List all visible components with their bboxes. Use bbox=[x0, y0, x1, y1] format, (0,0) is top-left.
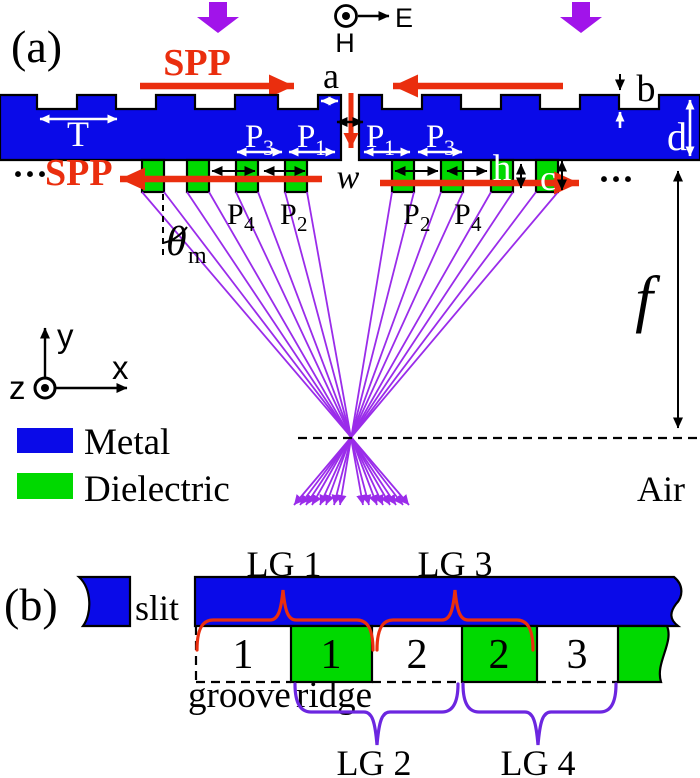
ridge-1-number: 1 bbox=[321, 632, 342, 678]
legend-dielectric-swatch bbox=[17, 473, 73, 499]
ridge-2-number: 2 bbox=[489, 632, 510, 678]
z-axis-dot-icon bbox=[41, 384, 49, 392]
metal-slab-left bbox=[0, 93, 343, 162]
lg3-brace bbox=[375, 589, 535, 652]
metal-bar bbox=[193, 575, 683, 628]
incident-arrow-right bbox=[560, 2, 602, 33]
slit-label: slit bbox=[135, 588, 179, 628]
incident-arrow-left bbox=[197, 2, 239, 33]
p1-right-base: P bbox=[366, 119, 384, 155]
z-axis-label: z bbox=[9, 369, 26, 406]
lg4-label: LG 4 bbox=[501, 743, 576, 778]
coordinate-axes: y x z bbox=[9, 317, 129, 406]
lg2-label: LG 2 bbox=[337, 743, 412, 778]
p3-left-sub: 3 bbox=[263, 135, 274, 160]
p3-right-base: P bbox=[426, 119, 444, 155]
dim-d-label: d bbox=[667, 114, 687, 159]
groove-caption: groove bbox=[188, 675, 291, 716]
dim-b-label: b bbox=[637, 68, 656, 110]
p2-left-sub: 2 bbox=[297, 212, 308, 236]
e-field-label: E bbox=[395, 3, 413, 33]
dim-a-label: a bbox=[323, 56, 339, 96]
p1-left-base: P bbox=[297, 119, 315, 155]
theta-arc bbox=[162, 226, 188, 244]
bottom-period-labels: P 4 P 2 P 2 P 4 bbox=[211, 166, 488, 236]
p4-right-base: P bbox=[454, 198, 471, 231]
ridge-caption: ridge bbox=[296, 675, 372, 716]
p1-left-sub: 1 bbox=[315, 135, 326, 160]
metal-stub-left bbox=[76, 575, 132, 628]
y-axis-label: y bbox=[57, 317, 74, 354]
spp-top-label: SPP bbox=[163, 42, 231, 84]
theta-base: θ bbox=[166, 219, 187, 265]
legend-dielectric-label: Dielectric bbox=[84, 469, 230, 510]
metal-slab-right bbox=[357, 93, 700, 162]
x-axis-label: x bbox=[112, 349, 129, 386]
groove-1-number: 1 bbox=[233, 632, 254, 678]
lg3-label: LG 3 bbox=[418, 544, 493, 584]
lg1-label: LG 1 bbox=[247, 544, 322, 584]
legend-metal-swatch bbox=[17, 428, 73, 453]
dots-right: ··· bbox=[598, 159, 634, 199]
p4-left-sub: 4 bbox=[244, 212, 255, 236]
lg1-brace bbox=[195, 589, 375, 652]
ridge-cell-1 bbox=[289, 624, 374, 684]
panel-a-label: (a) bbox=[11, 21, 62, 72]
dim-w-label: w bbox=[337, 159, 360, 196]
theta-sub: m bbox=[188, 243, 207, 269]
lg4-brace bbox=[461, 682, 618, 746]
p3-right-sub: 3 bbox=[444, 135, 455, 160]
h-field-dot-icon bbox=[342, 12, 350, 20]
p3-left-base: P bbox=[245, 119, 263, 155]
dim-c-label: c bbox=[540, 158, 556, 198]
panel-b-label: (b) bbox=[4, 579, 58, 630]
focused-rays bbox=[141, 191, 559, 506]
p4-right-sub: 4 bbox=[471, 212, 482, 236]
p2-right-sub: 2 bbox=[420, 212, 431, 236]
p4-left-base: P bbox=[227, 198, 244, 231]
spp-bottom-label: SPP bbox=[45, 152, 113, 194]
legend: Metal Dielectric bbox=[17, 422, 230, 510]
ridge bbox=[439, 158, 465, 194]
dim-h-label: h bbox=[493, 148, 512, 189]
ridge-cell-partial bbox=[616, 624, 670, 684]
air-label: Air bbox=[637, 469, 685, 509]
lg2-brace bbox=[293, 682, 460, 746]
groove-outlines bbox=[194, 626, 618, 684]
legend-metal-label: Metal bbox=[84, 422, 170, 463]
top-period-labels: P 3 P 1 P 1 P 3 bbox=[236, 119, 463, 160]
p1-right-sub: 1 bbox=[384, 135, 395, 160]
p2-right-base: P bbox=[403, 198, 420, 231]
dots-left: ··· bbox=[12, 154, 48, 194]
dim-t-label: T bbox=[67, 114, 89, 154]
groove-3-number: 3 bbox=[567, 632, 588, 678]
ridge-cell-2 bbox=[460, 624, 539, 684]
p2-left-base: P bbox=[280, 198, 297, 231]
field-orientation-symbol: E H bbox=[334, 3, 413, 58]
ridge bbox=[390, 158, 416, 194]
h-field-label: H bbox=[335, 28, 355, 58]
focal-length-label: f bbox=[635, 263, 661, 334]
groove-2-number: 2 bbox=[407, 632, 428, 678]
